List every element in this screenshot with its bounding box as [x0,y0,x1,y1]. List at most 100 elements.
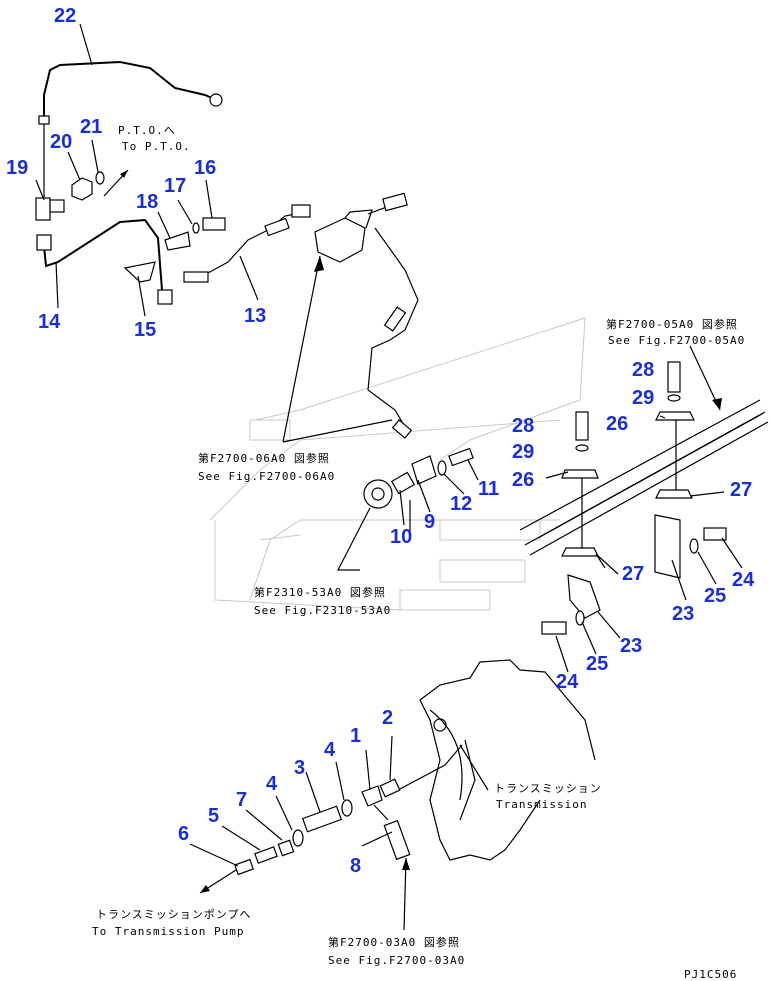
fitting-6 [234,858,254,876]
bolt-11 [448,447,474,467]
hose-13 [187,211,306,281]
callout-10: 10 [390,526,412,548]
washer-4-lower [292,829,304,847]
fitting-16 [202,217,226,231]
bolt-24-right [703,527,727,541]
pipe-14-fitting [36,234,52,251]
callout-15: 15 [134,319,156,341]
fitting-5 [254,846,278,864]
callout-2: 2 [382,707,393,729]
washer-29-upper [667,394,681,402]
callout-12: 12 [450,493,472,515]
callout-26-middle: 26 [512,469,534,491]
note-transmission-en: Transmission [496,798,587,811]
washer-25-left [575,610,585,626]
note-ref-0300-jp: 第F2700-03A0 図参照 [328,935,460,949]
note-ref-5300-jp: 第F2310-53A0 図参照 [254,585,386,599]
pipe-22 [43,60,213,120]
hose-lower-fitting [391,419,413,439]
callout-23-right: 23 [672,603,694,625]
note-ref-0600-en: See Fig.F2700-06A0 [198,470,335,483]
callout-28-middle: 28 [512,415,534,437]
callout-28-upper: 28 [632,359,654,381]
hose-3 [301,805,343,833]
connector-2 [379,778,401,798]
bracket-rail [519,399,769,556]
washer-25-right [689,538,699,554]
transmission-housing [419,659,596,861]
washer-12 [437,460,447,476]
hose-lower-end [383,306,407,332]
callout-24-left: 24 [556,671,579,693]
adapter-10 [390,471,416,495]
hose-lower [367,227,419,433]
pipe-14-end [157,289,173,305]
callout-20: 20 [50,131,72,153]
callout-29-middle: 29 [512,441,534,463]
nut-20 [71,177,93,201]
block-9 [411,455,437,485]
callout-23-left: 23 [620,635,642,657]
callout-3: 3 [294,757,305,779]
callout-13: 13 [244,305,266,327]
washer-29-middle [575,444,589,452]
valve-block [314,217,366,263]
callout-8: 8 [350,855,361,877]
bracket-23-right [654,514,681,579]
connector-19 [49,199,65,213]
valve-fitting [382,192,408,212]
bolt-24-left [541,621,567,635]
ref-0600-arrowhead [314,256,324,272]
pipe-22-eye-end [209,93,223,107]
washer-17 [192,222,200,234]
callout-26-upper: 26 [606,413,628,435]
note-ref-0300-en: See Fig.F2700-03A0 [328,954,465,967]
clip-27-upper [655,489,693,499]
callout-21: 21 [80,116,102,138]
reference-notes: P.T.O.へ To P.T.O. 第F2700-06A0 図参照 See Fi… [92,124,744,981]
washer-4-upper [341,799,353,817]
pipe-14 [43,218,163,291]
callout-17: 17 [164,175,186,197]
note-transmission-jp: トランスミッション [494,782,602,795]
callout-6: 6 [178,823,189,845]
pto-arrow-head [120,170,128,178]
pipe-22-fitting [38,115,50,125]
callout-16: 16 [194,157,216,179]
callout-14: 14 [38,311,61,333]
bolt-28-upper [667,361,681,393]
hose-13-end-a [183,271,209,283]
bracket-23-left [567,574,601,619]
callout-27-middle: 27 [622,563,644,585]
note-pump-en: To Transmission Pump [92,925,244,938]
nut-7 [277,839,295,857]
leader-lines [35,23,743,867]
note-ref-0600-jp: 第F2700-06A0 図参照 [198,451,330,465]
callout-25-right: 25 [704,585,726,607]
elbow-fitting-19 [35,197,51,221]
clamp-18 [164,231,191,251]
callout-19: 19 [6,157,28,179]
ref-0500-arrow [689,345,721,411]
callout-11: 11 [478,478,499,500]
note-pto-jp: P.T.O.へ [118,124,176,137]
callout-18: 18 [136,191,158,213]
hose-13-end-b [264,217,290,237]
callout-4-upper: 4 [324,739,336,761]
ref-0600-leader [282,255,393,443]
callout-24-right: 24 [732,569,755,591]
note-ref-5300-en: See Fig.F2310-53A0 [254,604,391,617]
callout-27-upper: 27 [730,479,752,501]
clip-26-middle [561,469,599,479]
callout-5: 5 [208,805,219,827]
callout-4-lower: 4 [266,773,278,795]
hose-13-fitting [291,204,311,218]
bolt-28-middle [575,411,589,441]
callout-1: 1 [350,725,361,747]
callout-25-left: 25 [586,653,608,675]
line-to-transmission [397,744,463,791]
note-pto-en: To P.T.O. [122,140,191,153]
clip-27-middle [561,547,599,557]
tee-1 [361,785,383,807]
